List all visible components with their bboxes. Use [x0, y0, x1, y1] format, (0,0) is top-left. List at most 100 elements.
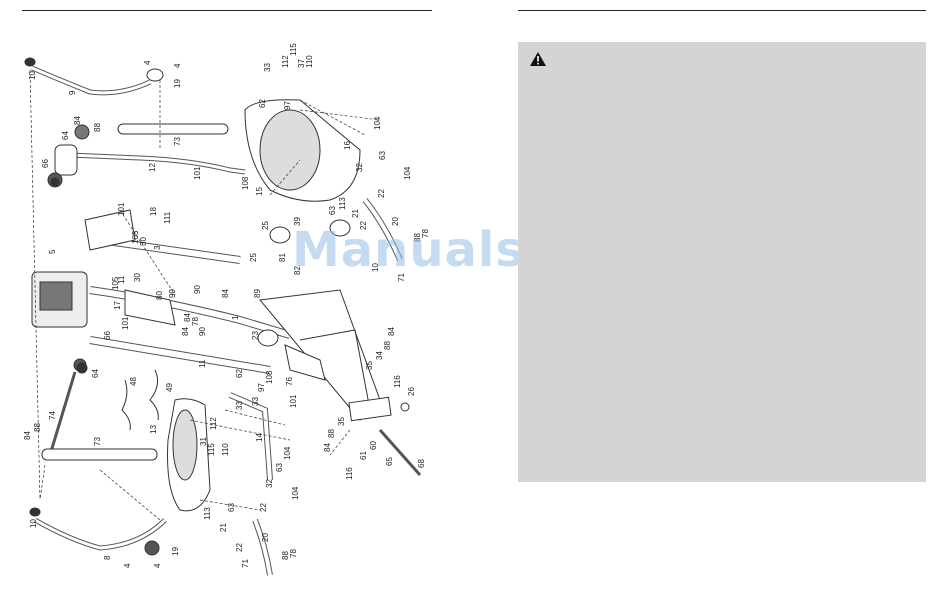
svg-text:73: 73	[173, 137, 182, 146]
svg-text:101: 101	[289, 394, 298, 408]
svg-text:90: 90	[193, 285, 202, 294]
svg-text:12: 12	[148, 163, 157, 172]
svg-text:101: 101	[117, 202, 126, 216]
svg-text:21: 21	[351, 209, 360, 218]
svg-text:88: 88	[327, 429, 336, 438]
svg-text:115: 115	[289, 43, 298, 56]
svg-text:90: 90	[168, 289, 177, 298]
svg-text:111: 111	[163, 211, 172, 224]
part-labels: 10 9 4 4 19 64 84 88 73 12 66 101 108 15…	[23, 43, 430, 568]
bracket	[84, 209, 136, 251]
svg-text:105: 105	[111, 276, 120, 290]
svg-text:101: 101	[193, 166, 202, 180]
pedal-top-grip	[259, 109, 321, 191]
console-screen	[39, 281, 73, 311]
svg-text:4: 4	[123, 563, 132, 568]
svg-text:84: 84	[73, 116, 82, 125]
svg-text:30: 30	[139, 237, 148, 246]
svg-text:74: 74	[48, 411, 57, 420]
svg-text:78: 78	[289, 549, 298, 558]
svg-text:73: 73	[93, 437, 102, 446]
svg-text:3: 3	[153, 245, 162, 250]
svg-text:113: 113	[338, 197, 347, 210]
svg-text:1: 1	[231, 315, 240, 320]
svg-text:71: 71	[397, 273, 406, 282]
svg-text:19: 19	[171, 547, 180, 556]
svg-text:84: 84	[387, 327, 396, 336]
svg-text:80: 80	[155, 291, 164, 300]
svg-text:116: 116	[393, 375, 402, 388]
svg-text:63: 63	[378, 151, 387, 160]
right-page-top-rule	[518, 10, 926, 11]
svg-text:35: 35	[365, 361, 374, 370]
svg-text:101: 101	[121, 316, 130, 330]
svg-text:71: 71	[241, 559, 250, 568]
svg-text:19: 19	[173, 79, 182, 88]
svg-text:20: 20	[261, 533, 270, 542]
svg-text:84: 84	[181, 327, 190, 336]
svg-text:14: 14	[255, 433, 264, 442]
upper-handlebar-inner	[31, 66, 151, 95]
svg-text:108: 108	[265, 370, 274, 384]
svg-text:9: 9	[68, 90, 77, 95]
foot-26	[400, 402, 410, 412]
svg-text:20: 20	[391, 217, 400, 226]
svg-text:10: 10	[29, 519, 38, 528]
svg-text:82: 82	[293, 266, 302, 275]
base-rail	[259, 289, 381, 421]
svg-text:76: 76	[285, 377, 294, 386]
svg-text:84: 84	[323, 443, 332, 452]
svg-text:21: 21	[219, 523, 228, 532]
warning-panel	[518, 42, 926, 482]
rod-65	[378, 429, 422, 476]
svg-text:13: 13	[149, 425, 158, 434]
svg-text:61: 61	[359, 451, 368, 460]
svg-text:18: 18	[149, 207, 158, 216]
svg-text:26: 26	[407, 387, 416, 396]
svg-text:105: 105	[131, 230, 140, 244]
svg-text:116: 116	[345, 467, 354, 480]
svg-text:62: 62	[258, 99, 267, 108]
bracket-76	[284, 344, 326, 381]
svg-text:115: 115	[207, 443, 216, 456]
label-10: 10	[28, 71, 37, 80]
svg-text:30: 30	[133, 273, 142, 282]
svg-text:113: 113	[203, 507, 212, 520]
cable-49	[149, 369, 159, 421]
svg-text:68: 68	[417, 459, 426, 468]
pivot-top	[146, 68, 164, 82]
svg-text:104: 104	[373, 116, 382, 130]
svg-text:64: 64	[61, 131, 70, 140]
svg-text:88: 88	[281, 551, 290, 560]
svg-text:32: 32	[265, 479, 274, 488]
svg-text:78: 78	[421, 229, 430, 238]
bushing-39	[329, 219, 351, 237]
svg-text:84: 84	[183, 313, 192, 322]
svg-text:104: 104	[403, 166, 412, 180]
svg-text:5: 5	[48, 249, 57, 254]
svg-text:37: 37	[297, 59, 306, 68]
bushing-25	[269, 226, 291, 244]
svg-text:11: 11	[117, 275, 126, 284]
svg-text:84: 84	[23, 431, 32, 440]
left-page-top-rule	[22, 10, 432, 11]
svg-text:16: 16	[343, 141, 352, 150]
svg-text:31: 31	[199, 437, 208, 446]
svg-text:11: 11	[198, 359, 207, 368]
svg-text:110: 110	[305, 55, 314, 68]
svg-text:49: 49	[165, 383, 174, 392]
svg-text:108: 108	[241, 176, 250, 190]
bracket-17	[124, 289, 176, 326]
svg-text:88: 88	[383, 341, 392, 350]
svg-text:89: 89	[253, 289, 262, 298]
tube-73-lower	[41, 448, 158, 461]
svg-text:17: 17	[113, 301, 122, 310]
svg-text:22: 22	[377, 189, 386, 198]
svg-text:25: 25	[261, 221, 270, 230]
svg-text:23: 23	[251, 331, 260, 340]
svg-text:4: 4	[173, 63, 182, 68]
svg-text:84: 84	[221, 289, 230, 298]
svg-text:88: 88	[33, 423, 42, 432]
svg-text:10: 10	[371, 263, 380, 272]
warning-triangle-icon	[530, 52, 546, 66]
